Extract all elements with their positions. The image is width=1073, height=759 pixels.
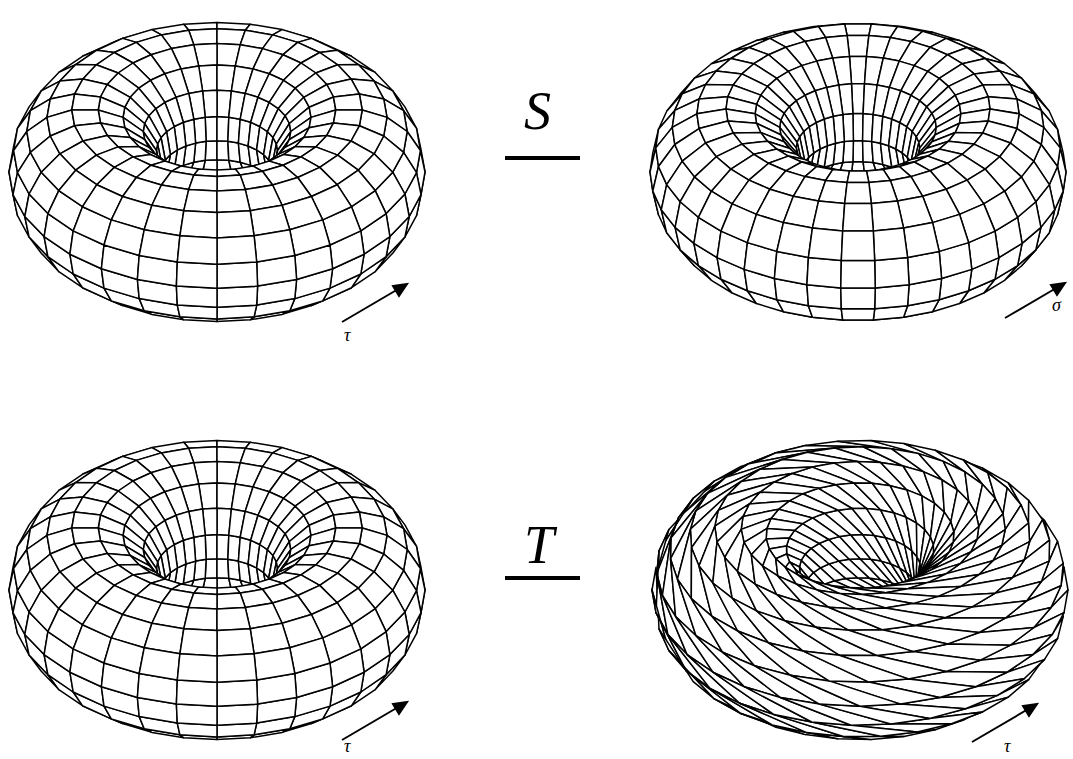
torus-facet bbox=[205, 559, 217, 579]
torus-facet bbox=[816, 627, 913, 655]
fraction-bar bbox=[505, 576, 580, 580]
torus-facet bbox=[72, 94, 101, 110]
torus-facet bbox=[807, 285, 841, 309]
operator-label: S bbox=[524, 84, 551, 138]
torus-facet bbox=[205, 141, 217, 161]
torus-facet bbox=[845, 183, 872, 204]
arrowhead bbox=[393, 702, 407, 714]
variable-label: τ bbox=[1004, 737, 1010, 755]
variable-label: τ bbox=[344, 737, 350, 755]
torus-facet bbox=[807, 258, 841, 288]
torus-facet bbox=[180, 211, 217, 238]
torus-facet bbox=[176, 286, 217, 307]
torus bbox=[9, 440, 425, 739]
torus-facet bbox=[841, 309, 874, 320]
torus-facet bbox=[217, 236, 257, 264]
torus-facet bbox=[177, 236, 217, 264]
arrowhead bbox=[1023, 704, 1037, 716]
torus-facet bbox=[184, 608, 217, 631]
torus-facet bbox=[290, 638, 330, 674]
torus-facet bbox=[819, 181, 848, 204]
torus bbox=[9, 22, 425, 321]
torus-facet bbox=[845, 24, 872, 35]
torus-facet bbox=[104, 220, 144, 256]
torus-facet bbox=[841, 231, 874, 261]
torus-facet bbox=[803, 651, 909, 682]
torus-facet bbox=[217, 593, 245, 609]
torus-facet bbox=[217, 211, 254, 238]
torus-facet bbox=[217, 262, 258, 288]
torus-facet bbox=[852, 84, 865, 114]
torus-facet bbox=[217, 175, 245, 191]
torus bbox=[652, 441, 1068, 740]
torus-facet bbox=[139, 230, 180, 262]
torus-facet bbox=[217, 704, 258, 725]
torus-facet bbox=[184, 190, 217, 213]
torus-facet bbox=[777, 223, 813, 258]
torus-facet bbox=[812, 201, 844, 231]
variable-label: σ bbox=[1052, 296, 1061, 314]
torus-facet bbox=[334, 94, 363, 110]
torus-facet bbox=[847, 35, 869, 56]
torus-facet bbox=[766, 529, 794, 539]
torus-facet bbox=[217, 629, 254, 656]
torus-facet bbox=[189, 593, 217, 609]
torus-facet bbox=[875, 258, 909, 288]
arrowhead bbox=[393, 284, 407, 296]
variable-label: τ bbox=[344, 326, 350, 344]
torus-facet bbox=[829, 607, 915, 630]
torus-facet bbox=[189, 175, 217, 191]
operator-label: T bbox=[524, 518, 554, 572]
torus-facet bbox=[254, 648, 295, 680]
direction-arrow bbox=[972, 708, 1030, 742]
torus-facet bbox=[217, 559, 229, 579]
torus bbox=[650, 24, 1066, 320]
torus-facet bbox=[176, 262, 217, 288]
torus-facet bbox=[869, 181, 898, 204]
torus-facet bbox=[205, 535, 217, 560]
arrowhead bbox=[1051, 283, 1065, 295]
direction-arrow bbox=[342, 288, 400, 322]
torus-facet bbox=[217, 680, 258, 706]
torus-facet bbox=[841, 261, 875, 288]
torus-facet bbox=[139, 648, 180, 680]
torus-facet bbox=[873, 228, 907, 261]
torus-facet bbox=[841, 288, 875, 309]
torus-facet bbox=[217, 117, 229, 142]
torus-facet bbox=[180, 629, 217, 656]
torus-facet bbox=[176, 704, 217, 725]
fraction-bar bbox=[505, 156, 580, 160]
torus-facet bbox=[217, 286, 258, 307]
torus-facet bbox=[847, 171, 869, 183]
torus-facet bbox=[176, 680, 217, 706]
torus-facet bbox=[875, 285, 909, 309]
torus-facet bbox=[217, 190, 250, 213]
torus-facet bbox=[254, 230, 295, 262]
torus-facet bbox=[217, 141, 229, 161]
torus-facet bbox=[843, 204, 874, 231]
torus-facet bbox=[334, 512, 363, 528]
torus-facet bbox=[808, 228, 842, 261]
torus-facet bbox=[290, 220, 330, 256]
torus-facet bbox=[819, 704, 929, 724]
torus-facet bbox=[850, 56, 867, 83]
torus-facet bbox=[904, 223, 940, 258]
torus-facet bbox=[205, 117, 217, 142]
torus-facet bbox=[217, 654, 257, 682]
torus-facet bbox=[217, 608, 250, 631]
torus-facet bbox=[871, 201, 903, 231]
direction-arrow bbox=[342, 706, 400, 740]
torus-facet bbox=[853, 114, 863, 141]
direction-arrow bbox=[1005, 287, 1058, 318]
torus-facet bbox=[853, 141, 863, 162]
torus-facet bbox=[104, 638, 144, 674]
torus-facet bbox=[177, 654, 217, 682]
torus-facet bbox=[217, 535, 229, 560]
torus-facet bbox=[72, 512, 101, 528]
